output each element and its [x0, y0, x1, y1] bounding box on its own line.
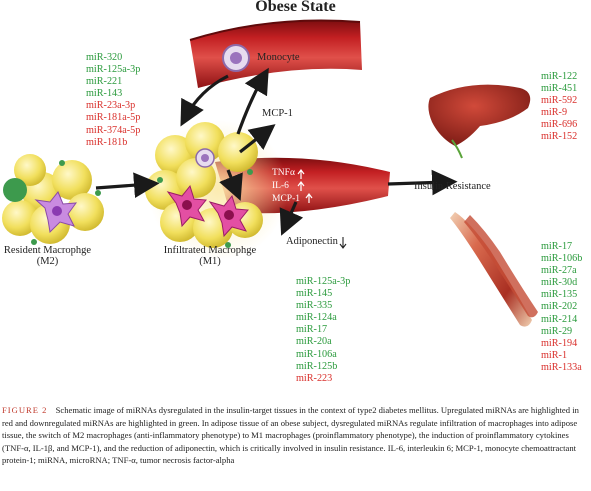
mirna-item: miR-696: [541, 119, 578, 131]
arrow-m2-to-m1: [95, 172, 160, 198]
mirna-item: miR-145: [296, 288, 333, 300]
diagram-arrows: [95, 67, 458, 236]
mirna-item: miR-335: [296, 300, 333, 312]
mirna-item: miR-17: [296, 324, 328, 336]
arrow-to-adiponectin: [279, 201, 304, 236]
resident-adipose-cluster: [2, 154, 104, 245]
resident-macrophage-type: (M2): [36, 256, 59, 267]
mirna-item: miR-135: [541, 289, 578, 301]
cytokine-up-arrows: [297, 169, 313, 203]
infiltrated-macrophage-label: Infiltrated Macrophge (M1): [145, 245, 275, 267]
monocyte-label: Monocyte: [257, 52, 300, 63]
arrow-to-insulin-resistance: [387, 169, 458, 196]
mcp1-vessel-label: MCP-1: [272, 194, 300, 204]
adiponectin-down-arrow: [339, 237, 347, 249]
mirna-item: miR-374a-5p: [86, 124, 141, 136]
il6-label: IL-6: [272, 181, 289, 191]
diagram-title: Obese State: [255, 0, 336, 15]
arrow-monocyte-to-adipose: [180, 74, 229, 127]
infiltrated-adipose-cluster: [145, 120, 288, 260]
mirna-item: miR-20a: [296, 336, 332, 348]
mirna-item: miR-124a: [296, 312, 337, 324]
mirna-item: miR-125a-3p: [296, 276, 351, 287]
mirna-item: miR-29: [541, 325, 573, 337]
monocyte-cell: [222, 44, 250, 72]
figure-panel: Obese State: [0, 0, 582, 385]
mirna-item: miR-143: [86, 88, 123, 100]
infiltrated-macrophage-type: (M1): [199, 256, 221, 267]
infiltrated-macrophage-name: Infiltrated Macrophge: [163, 245, 257, 256]
mirna-item: miR-320: [86, 52, 123, 63]
mirna-item: miR-152: [541, 131, 578, 143]
mirna-item: miR-202: [541, 301, 578, 313]
mcp1-label: MCP-1: [262, 108, 293, 119]
diagram-artwork: [2, 19, 538, 327]
mirna-item: miR-194: [541, 337, 578, 349]
mirna-item: miR-9: [541, 107, 568, 119]
mirna-item: miR-592: [541, 95, 578, 107]
mirna-item: miR-125b: [296, 360, 338, 372]
mirna-item: miR-30d: [541, 277, 578, 289]
mirna-item: miR-181a-5p: [86, 112, 141, 124]
arrow-adipose-to-monocyte: [236, 67, 269, 135]
mirna-item: miR-181b: [86, 136, 128, 148]
figure-caption: FIGURE 2 Schematic image of miRNAs dysre…: [2, 404, 587, 467]
resident-macrophage-name: Resident Macrophge: [3, 245, 92, 256]
mirna-item: miR-106b: [541, 253, 583, 265]
muscle-illustration: [450, 212, 538, 327]
adiponectin-label: Adiponectin: [286, 236, 338, 247]
mirna-item: miR-223: [296, 372, 333, 384]
mirna-item: miR-451: [541, 83, 578, 95]
mirna-item: miR-125a-3p: [86, 64, 141, 76]
caption-text: Schematic image of miRNAs dysregulated i…: [2, 405, 579, 465]
mirna-item: miR-214: [541, 313, 578, 325]
mirna-item: miR-1: [541, 349, 568, 361]
mirna-item: miR-122: [541, 71, 578, 82]
mirna-item: miR-221: [86, 76, 123, 88]
mirna-item: miR-133a: [541, 361, 582, 373]
mirna-item: miR-106a: [296, 348, 337, 360]
caption-figure-label: FIGURE 2: [2, 405, 48, 415]
mirna-item: miR-17: [541, 241, 573, 252]
liver-illustration: [428, 84, 531, 159]
mirna-item: miR-27a: [541, 265, 577, 277]
mirna-item: miR-23a-3p: [86, 100, 136, 112]
arrow-inner: [219, 169, 243, 201]
arrow-to-mcp1: [239, 124, 276, 154]
insulin-resistance-label: Insulin Resistance: [414, 181, 491, 192]
tnfa-label: TNFα: [272, 168, 295, 178]
resident-macrophage-label: Resident Macrophge (M2): [0, 245, 95, 267]
